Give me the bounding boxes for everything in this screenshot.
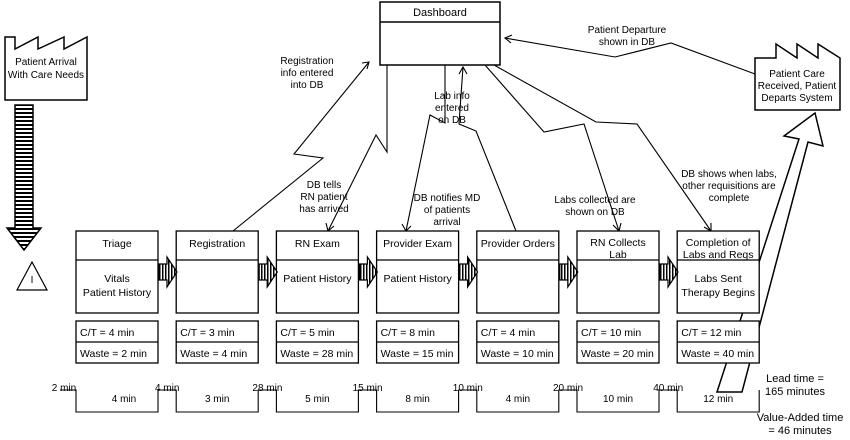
process-body: Patient History bbox=[383, 273, 452, 285]
waste-time: Waste = 4 min bbox=[180, 348, 247, 360]
wait-time-label: 28 min bbox=[252, 383, 282, 394]
process-time-label: 3 min bbox=[205, 394, 229, 405]
dashboard-box: Dashboard bbox=[379, 1, 501, 66]
push-arrows bbox=[158, 255, 679, 289]
waste-time: Waste = 20 min bbox=[581, 348, 654, 360]
wait-time-label: 4 min bbox=[155, 383, 179, 394]
dashboard-title: Dashboard bbox=[413, 7, 467, 19]
push-arrow bbox=[258, 255, 278, 289]
process-time-label: 10 min bbox=[603, 394, 633, 405]
cycle-time: C/T = 8 min bbox=[381, 327, 436, 339]
process-name: Triage bbox=[102, 238, 132, 250]
process-body: Vitals bbox=[104, 273, 130, 285]
cycle-time: C/T = 5 min bbox=[280, 327, 335, 339]
inventory-triangle: I bbox=[15, 260, 49, 291]
arrival-push-arrow bbox=[5, 104, 43, 252]
push-arrow bbox=[158, 255, 178, 289]
info-label-labs-complete: DB shows when labs,other requisitions ar… bbox=[681, 169, 777, 204]
process-body: Labs Sent bbox=[695, 273, 742, 285]
process-name: Lab bbox=[609, 249, 627, 261]
process-body: Patient History bbox=[83, 287, 152, 299]
cycle-time: C/T = 4 min bbox=[80, 327, 135, 339]
wait-time-label: 15 min bbox=[353, 383, 383, 394]
wait-time-label: 20 min bbox=[553, 383, 583, 394]
process-name: RN Collects bbox=[590, 237, 645, 249]
push-arrow bbox=[559, 255, 579, 289]
wait-time-label: 2 min bbox=[52, 383, 76, 394]
cycle-time: C/T = 12 min bbox=[681, 327, 741, 339]
push-arrow bbox=[358, 255, 379, 289]
process-name: RN Exam bbox=[295, 238, 340, 250]
cycle-time: C/T = 4 min bbox=[481, 327, 536, 339]
process-name: Provider Exam bbox=[383, 238, 452, 250]
value-added-label: Value-Added time= 46 minutes bbox=[757, 412, 844, 437]
cycle-time: C/T = 10 min bbox=[581, 327, 641, 339]
process-name: Labs and Reqs bbox=[683, 249, 754, 261]
lead-time-label: Lead time =165 minutes bbox=[765, 373, 825, 398]
waste-time: Waste = 10 min bbox=[481, 348, 554, 360]
process-body: Patient History bbox=[283, 273, 352, 285]
waste-time: Waste = 40 min bbox=[681, 348, 754, 360]
push-arrow bbox=[659, 255, 679, 289]
process-time-label: 8 min bbox=[405, 394, 429, 405]
process-time-label: 4 min bbox=[112, 394, 136, 405]
process-time-label: 5 min bbox=[305, 394, 329, 405]
process-time-label: 4 min bbox=[506, 394, 530, 405]
timeline-totals: Lead time =165 minutes Value-Added time=… bbox=[757, 373, 844, 437]
inventory-symbol: I bbox=[31, 275, 34, 286]
process-body: Therapy Begins bbox=[681, 287, 755, 299]
cycle-time: C/T = 3 min bbox=[180, 327, 235, 339]
info-flow-lines bbox=[232, 34, 756, 233]
waste-time: Waste = 28 min bbox=[280, 348, 353, 360]
process-name: Provider Orders bbox=[481, 238, 555, 250]
wait-time-label: 40 min bbox=[653, 383, 683, 394]
process-name: Completion of bbox=[686, 237, 751, 249]
push-arrow bbox=[459, 255, 479, 289]
timeline-line bbox=[60, 389, 760, 413]
process-time-label: 12 min bbox=[703, 394, 733, 405]
wait-time-label: 10 min bbox=[453, 383, 483, 394]
process-name: Registration bbox=[189, 238, 245, 250]
timeline: 2 min 4 min 28 min 15 min 10 min 20 min 40 min… bbox=[52, 383, 760, 413]
waste-time: Waste = 2 min bbox=[80, 348, 147, 360]
waste-time: Waste = 15 min bbox=[381, 348, 454, 360]
